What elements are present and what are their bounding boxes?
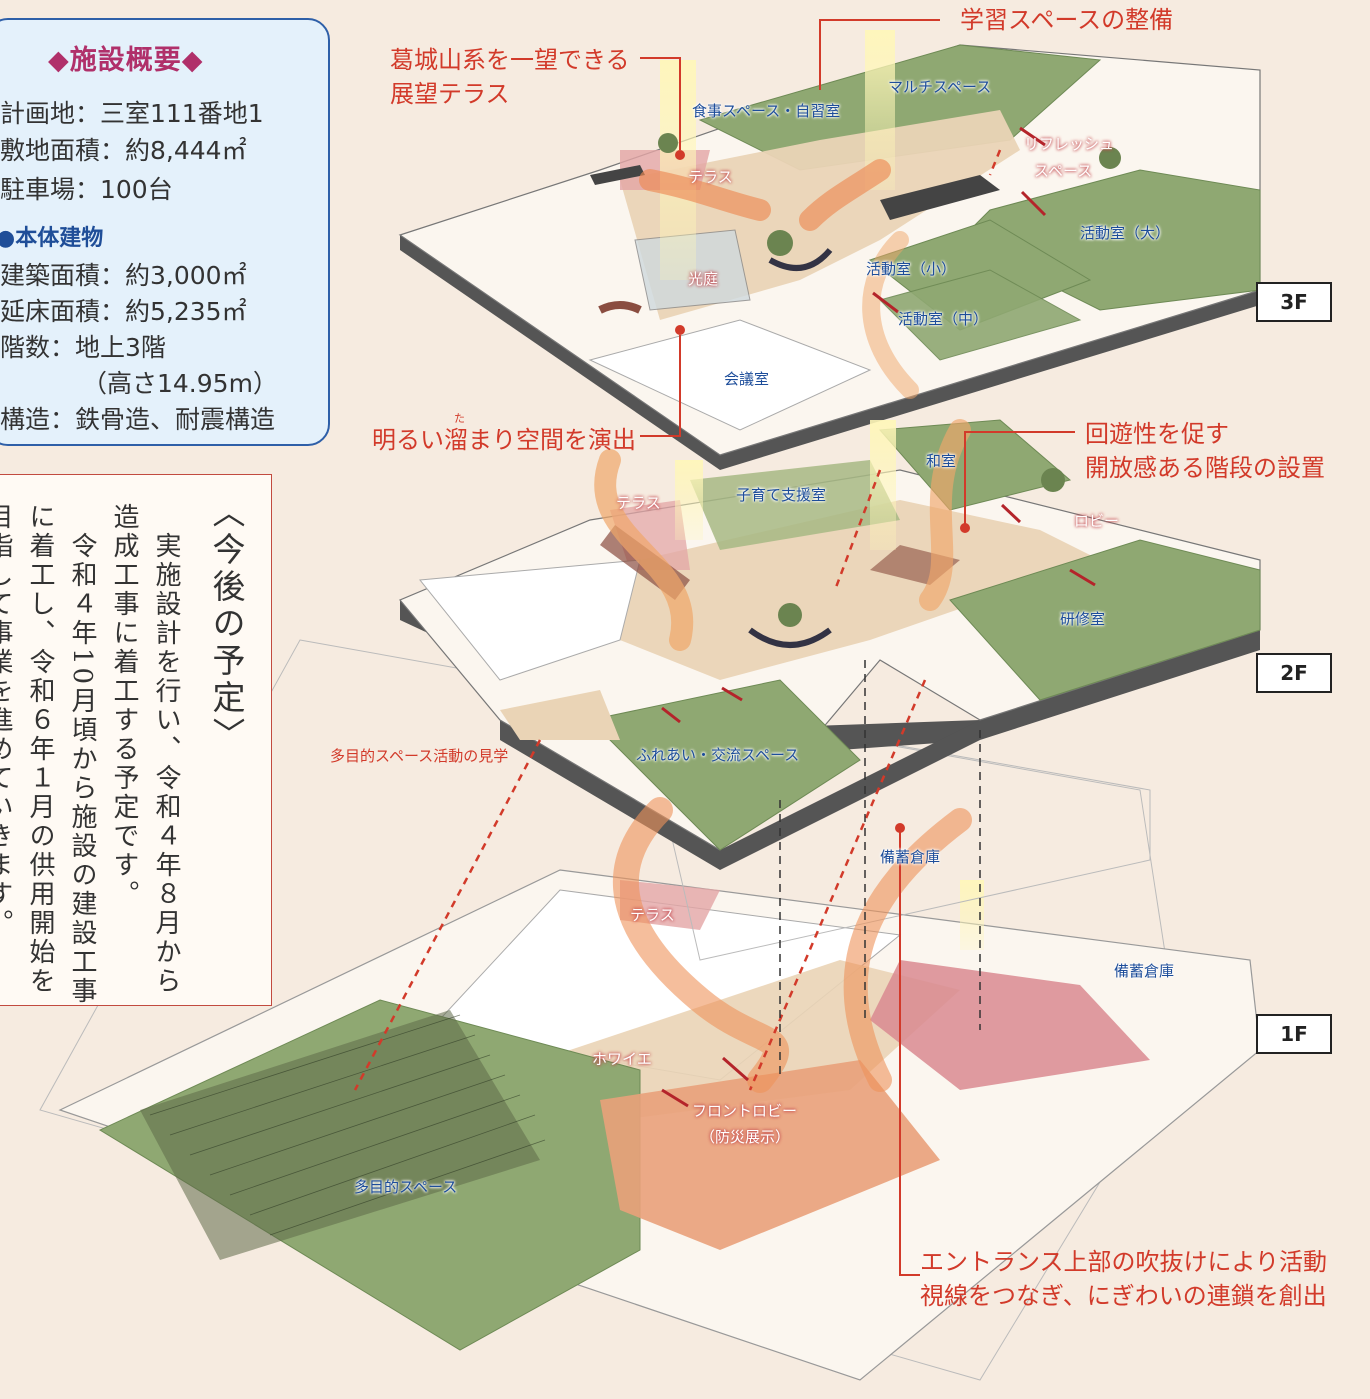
- callout-stairs-1: 回遊性を促す: [1085, 420, 1229, 448]
- floor-label-2f: 2F: [1256, 653, 1332, 693]
- room-1f-multipurpose: 多目的スペース: [354, 1178, 458, 1196]
- circulation-arrows: [594, 159, 972, 1093]
- room-1f-front-lobby: フロントロビー: [692, 1102, 798, 1120]
- room-1f-disaster: （防災展示）: [700, 1128, 791, 1146]
- floor-2f: [399, 419, 1261, 961]
- callout-entrance-2: 視線をつなぎ、にぎわいの連鎖を創出: [920, 1282, 1327, 1310]
- schedule-line-1: 実施設計を行い、令和４年８月から: [151, 503, 181, 996]
- floor-label-1f: 1F: [1256, 1014, 1332, 1054]
- callout-stairs-2: 開放感ある階段の設置: [1085, 454, 1325, 482]
- room-2f-japanese: 和室: [926, 452, 957, 470]
- floor-label-3f: 3F: [1256, 282, 1332, 322]
- room-3f-light-court: 光庭: [688, 270, 719, 288]
- floor-3f: [398, 44, 1261, 470]
- room-3f-refresh-2: スペース: [1034, 162, 1093, 180]
- callout-multipurpose-view: 多目的スペース活動の見学: [330, 747, 509, 765]
- schedule-title: 〈今後の予定〉: [207, 495, 246, 754]
- callout-leaders: [640, 19, 1075, 1276]
- overview-title: ◆施設概要◆: [48, 45, 204, 76]
- room-1f-storage-1: 備蓄倉庫: [880, 848, 941, 866]
- overview-site: 計画地：三室111番地1: [0, 99, 264, 128]
- overview-parking: 駐車場：100台: [0, 175, 173, 204]
- facility-overview-panel: ◆施設概要◆ 計画地：三室111番地1 敷地面積：約8,444㎡ 駐車場：100…: [0, 18, 330, 446]
- room-2f-training: 研修室: [1060, 610, 1106, 628]
- floor-1f: [39, 639, 1261, 1381]
- room-2f-lobby: ロビー: [1074, 512, 1120, 530]
- callout-bright-space-ruby: た: [454, 412, 465, 425]
- overview-floor-area: 延床面積：約5,235㎡: [0, 297, 247, 326]
- room-1f-terrace: テラス: [630, 906, 675, 924]
- room-1f-foyer: ホワイエ: [592, 1050, 652, 1068]
- room-3f-activity-small: 活動室（小）: [866, 260, 957, 278]
- schedule-line-4: に着工し、令和６年１月の供用開始を: [25, 503, 55, 996]
- light-beams: [660, 30, 896, 550]
- overview-area: 敷地面積：約8,444㎡: [0, 136, 247, 165]
- overview-building-area: 建築面積：約3,000㎡: [0, 261, 247, 290]
- callout-entrance-1: エントランス上部の吹抜けにより活動: [920, 1248, 1328, 1276]
- schedule-line-5: 目指して事業を進めていきます。: [0, 503, 13, 938]
- callout-learning-space: 学習スペースの整備: [960, 6, 1174, 34]
- overview-height: （高さ14.95m）: [82, 369, 278, 398]
- room-2f-terrace: テラス: [616, 494, 661, 512]
- room-3f-refresh-1: リフレッシュ: [1024, 135, 1115, 153]
- room-3f-activity-mid: 活動室（中）: [898, 310, 989, 328]
- overview-building-heading: ●本体建物: [0, 226, 104, 251]
- room-2f-childcare: 子育て支援室: [736, 486, 827, 504]
- overview-structure: 構造：鉄骨造、耐震構造: [0, 405, 276, 434]
- room-3f-multi: マルチスペース: [888, 78, 992, 96]
- room-2f-exchange: ふれあい・交流スペース: [636, 746, 800, 764]
- room-3f-meeting: 会議室: [724, 370, 770, 388]
- room-3f-terrace: テラス: [688, 168, 733, 186]
- double-arrows: [661, 126, 1096, 1108]
- vertical-guides: [779, 660, 981, 1080]
- trees: [658, 133, 1121, 627]
- overview-floors: 階数：地上3階: [0, 333, 166, 362]
- room-3f-dining: 食事スペース・自習室: [692, 102, 841, 120]
- sight-lines: [353, 149, 1002, 1091]
- room-1f-storage-2: 備蓄倉庫: [1114, 962, 1175, 980]
- callout-terrace-view-2: 展望テラス: [390, 80, 510, 108]
- schedule-line-3: 令和４年10月頃から施設の建設工事: [67, 503, 97, 1007]
- schedule-line-2: 造成工事に着工する予定です。: [109, 503, 139, 909]
- room-3f-activity-large: 活動室（大）: [1080, 224, 1171, 242]
- schedule-panel: 〈今後の予定〉 実施設計を行い、令和４年８月から 造成工事に着工する予定です。 …: [0, 474, 272, 1006]
- callout-bright-space: 明るい溜まり空間を演出: [372, 426, 636, 454]
- callout-terrace-view-1: 葛城山系を一望できる: [390, 46, 630, 74]
